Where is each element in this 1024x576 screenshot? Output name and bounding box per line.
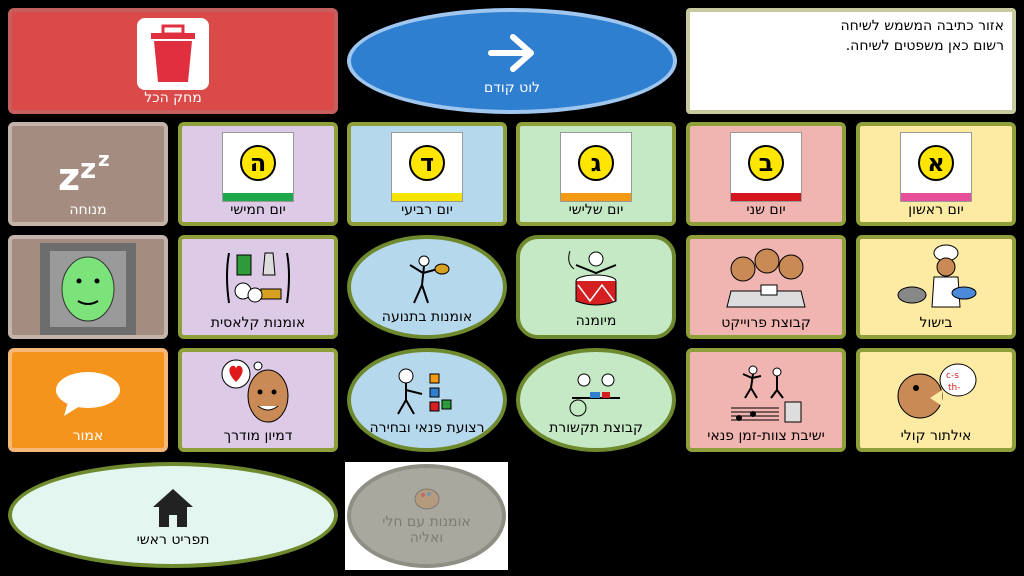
sunday-letter: א bbox=[918, 145, 954, 181]
table-group-icon bbox=[564, 366, 628, 422]
rest-button[interactable]: z z z מנוחה bbox=[8, 122, 168, 226]
message-text-area[interactable]: אזור כתיבה המשמש לשיחה רשום כאן משפטים ל… bbox=[686, 8, 1016, 114]
tuesday-letter: ג bbox=[578, 145, 614, 181]
movement-art-button[interactable]: אומנות בתנועה bbox=[347, 235, 507, 339]
monday-card: ב bbox=[730, 132, 802, 202]
classic-art-button[interactable]: אומנות קלאסית bbox=[178, 235, 338, 339]
trash-icon bbox=[137, 18, 209, 94]
svg-text:th-: th- bbox=[948, 383, 960, 393]
tuesday-button[interactable]: ג יום שלישי bbox=[516, 122, 676, 226]
sunday-button[interactable]: א יום ראשון bbox=[856, 122, 1016, 226]
thursday-card: ה bbox=[222, 132, 294, 202]
staff-meeting-label: ישיבת צוות-זמן פנאי bbox=[707, 428, 825, 444]
monday-letter: ב bbox=[748, 145, 784, 181]
vocal-improv-label: אילתור קולי bbox=[900, 428, 972, 444]
svg-text:z: z bbox=[80, 152, 96, 185]
art-with-chali-and-elia-panel: אומנות עם חלי ואליה bbox=[345, 462, 508, 570]
project-group-button[interactable]: קבוצת פרוייקט bbox=[686, 235, 846, 339]
cooking-label: בישול bbox=[919, 315, 953, 331]
drumming-label: מיומנה bbox=[575, 313, 617, 329]
main-menu-label: תפריט ראשי bbox=[136, 532, 210, 548]
thursday-label: יום חמישי bbox=[230, 202, 286, 218]
message-line-1: אזור כתיבה המשמש לשיחה bbox=[840, 18, 1004, 34]
free-time-button[interactable]: רצועת פנאי ובחירה bbox=[347, 348, 507, 452]
thursday-letter: ה bbox=[240, 145, 276, 181]
main-menu-button[interactable]: תפריט ראשי bbox=[8, 462, 338, 568]
cooking-button[interactable]: בישול bbox=[856, 235, 1016, 339]
message-line-2: רשום כאן משפטים לשיחה. bbox=[845, 38, 1004, 54]
sun-icon: ב bbox=[742, 139, 790, 187]
guided-imagery-button[interactable]: דמיון מודרך bbox=[178, 348, 338, 452]
svg-text:z: z bbox=[98, 147, 110, 171]
arrow-right-icon bbox=[487, 32, 537, 78]
drum-icon bbox=[564, 245, 628, 315]
classic-art-label: אומנות קלאסית bbox=[210, 315, 306, 331]
svg-text:c-s: c-s bbox=[946, 371, 959, 381]
movement-art-label: אומנות בתנועה bbox=[381, 309, 473, 325]
svg-text:z: z bbox=[58, 155, 80, 194]
imagination-head-icon bbox=[218, 356, 298, 430]
sunday-card: א bbox=[900, 132, 972, 202]
wednesday-card: ד bbox=[391, 132, 463, 202]
tuesday-label: יום שלישי bbox=[568, 202, 624, 218]
communication-group-label: קבוצת תקשורת bbox=[549, 420, 643, 436]
choice-blocks-icon bbox=[392, 366, 462, 420]
drumming-button[interactable]: מיומנה bbox=[516, 235, 676, 339]
art-with-chali-and-elia-label: אומנות עם חלי ואליה bbox=[382, 514, 471, 546]
sun-icon: ג bbox=[572, 139, 620, 187]
theater-masks-icon bbox=[223, 245, 293, 315]
chef-icon bbox=[894, 243, 978, 317]
say-button[interactable]: אמור bbox=[8, 348, 168, 452]
sun-icon: א bbox=[912, 139, 960, 187]
wednesday-letter: ד bbox=[409, 145, 445, 181]
sun-icon: ד bbox=[403, 139, 451, 187]
speech-bubble-icon bbox=[54, 370, 122, 422]
guided-imagery-label: דמיון מודרך bbox=[223, 428, 293, 444]
previous-board-button[interactable]: לוט קודם bbox=[347, 8, 677, 114]
vocal-improv-button[interactable]: c-s th- אילתור קולי bbox=[856, 348, 1016, 452]
communication-group-button[interactable]: קבוצת תקשורת bbox=[516, 348, 676, 452]
tuesday-card: ג bbox=[560, 132, 632, 202]
sun-icon: ה bbox=[234, 139, 282, 187]
previous-board-label: לוט קודם bbox=[484, 80, 540, 96]
rest-label: מנוחה bbox=[69, 202, 107, 218]
paint-palette-icon bbox=[412, 484, 442, 518]
thursday-button[interactable]: ה יום חמישי bbox=[178, 122, 338, 226]
staff-meeting-button[interactable]: ישיבת צוות-זמן פנאי bbox=[686, 348, 846, 452]
sunday-label: יום ראשון bbox=[908, 202, 964, 218]
wednesday-button[interactable]: ד יום רביעי bbox=[347, 122, 507, 226]
face-image-button[interactable] bbox=[8, 235, 168, 339]
free-time-label: רצועת פנאי ובחירה bbox=[369, 420, 485, 436]
say-label: אמור bbox=[72, 428, 104, 444]
music-notes-icon bbox=[729, 362, 803, 428]
clear-all-button[interactable]: מחק הכל bbox=[8, 8, 338, 114]
dancer-icon bbox=[402, 251, 452, 311]
speaking-face-icon: c-s th- bbox=[894, 360, 978, 426]
monday-label: יום שני bbox=[746, 202, 786, 218]
project-group-label: קבוצת פרוייקט bbox=[721, 315, 811, 331]
home-icon bbox=[151, 486, 195, 534]
wednesday-label: יום רביעי bbox=[401, 202, 453, 218]
group-people-icon bbox=[721, 243, 811, 317]
sleep-zzz-icon: z z z bbox=[58, 144, 118, 199]
face-icon bbox=[40, 243, 136, 339]
monday-button[interactable]: ב יום שני bbox=[686, 122, 846, 226]
art-with-chali-and-elia-button[interactable]: אומנות עם חלי ואליה bbox=[347, 464, 506, 568]
clear-all-label: מחק הכל bbox=[144, 90, 202, 106]
